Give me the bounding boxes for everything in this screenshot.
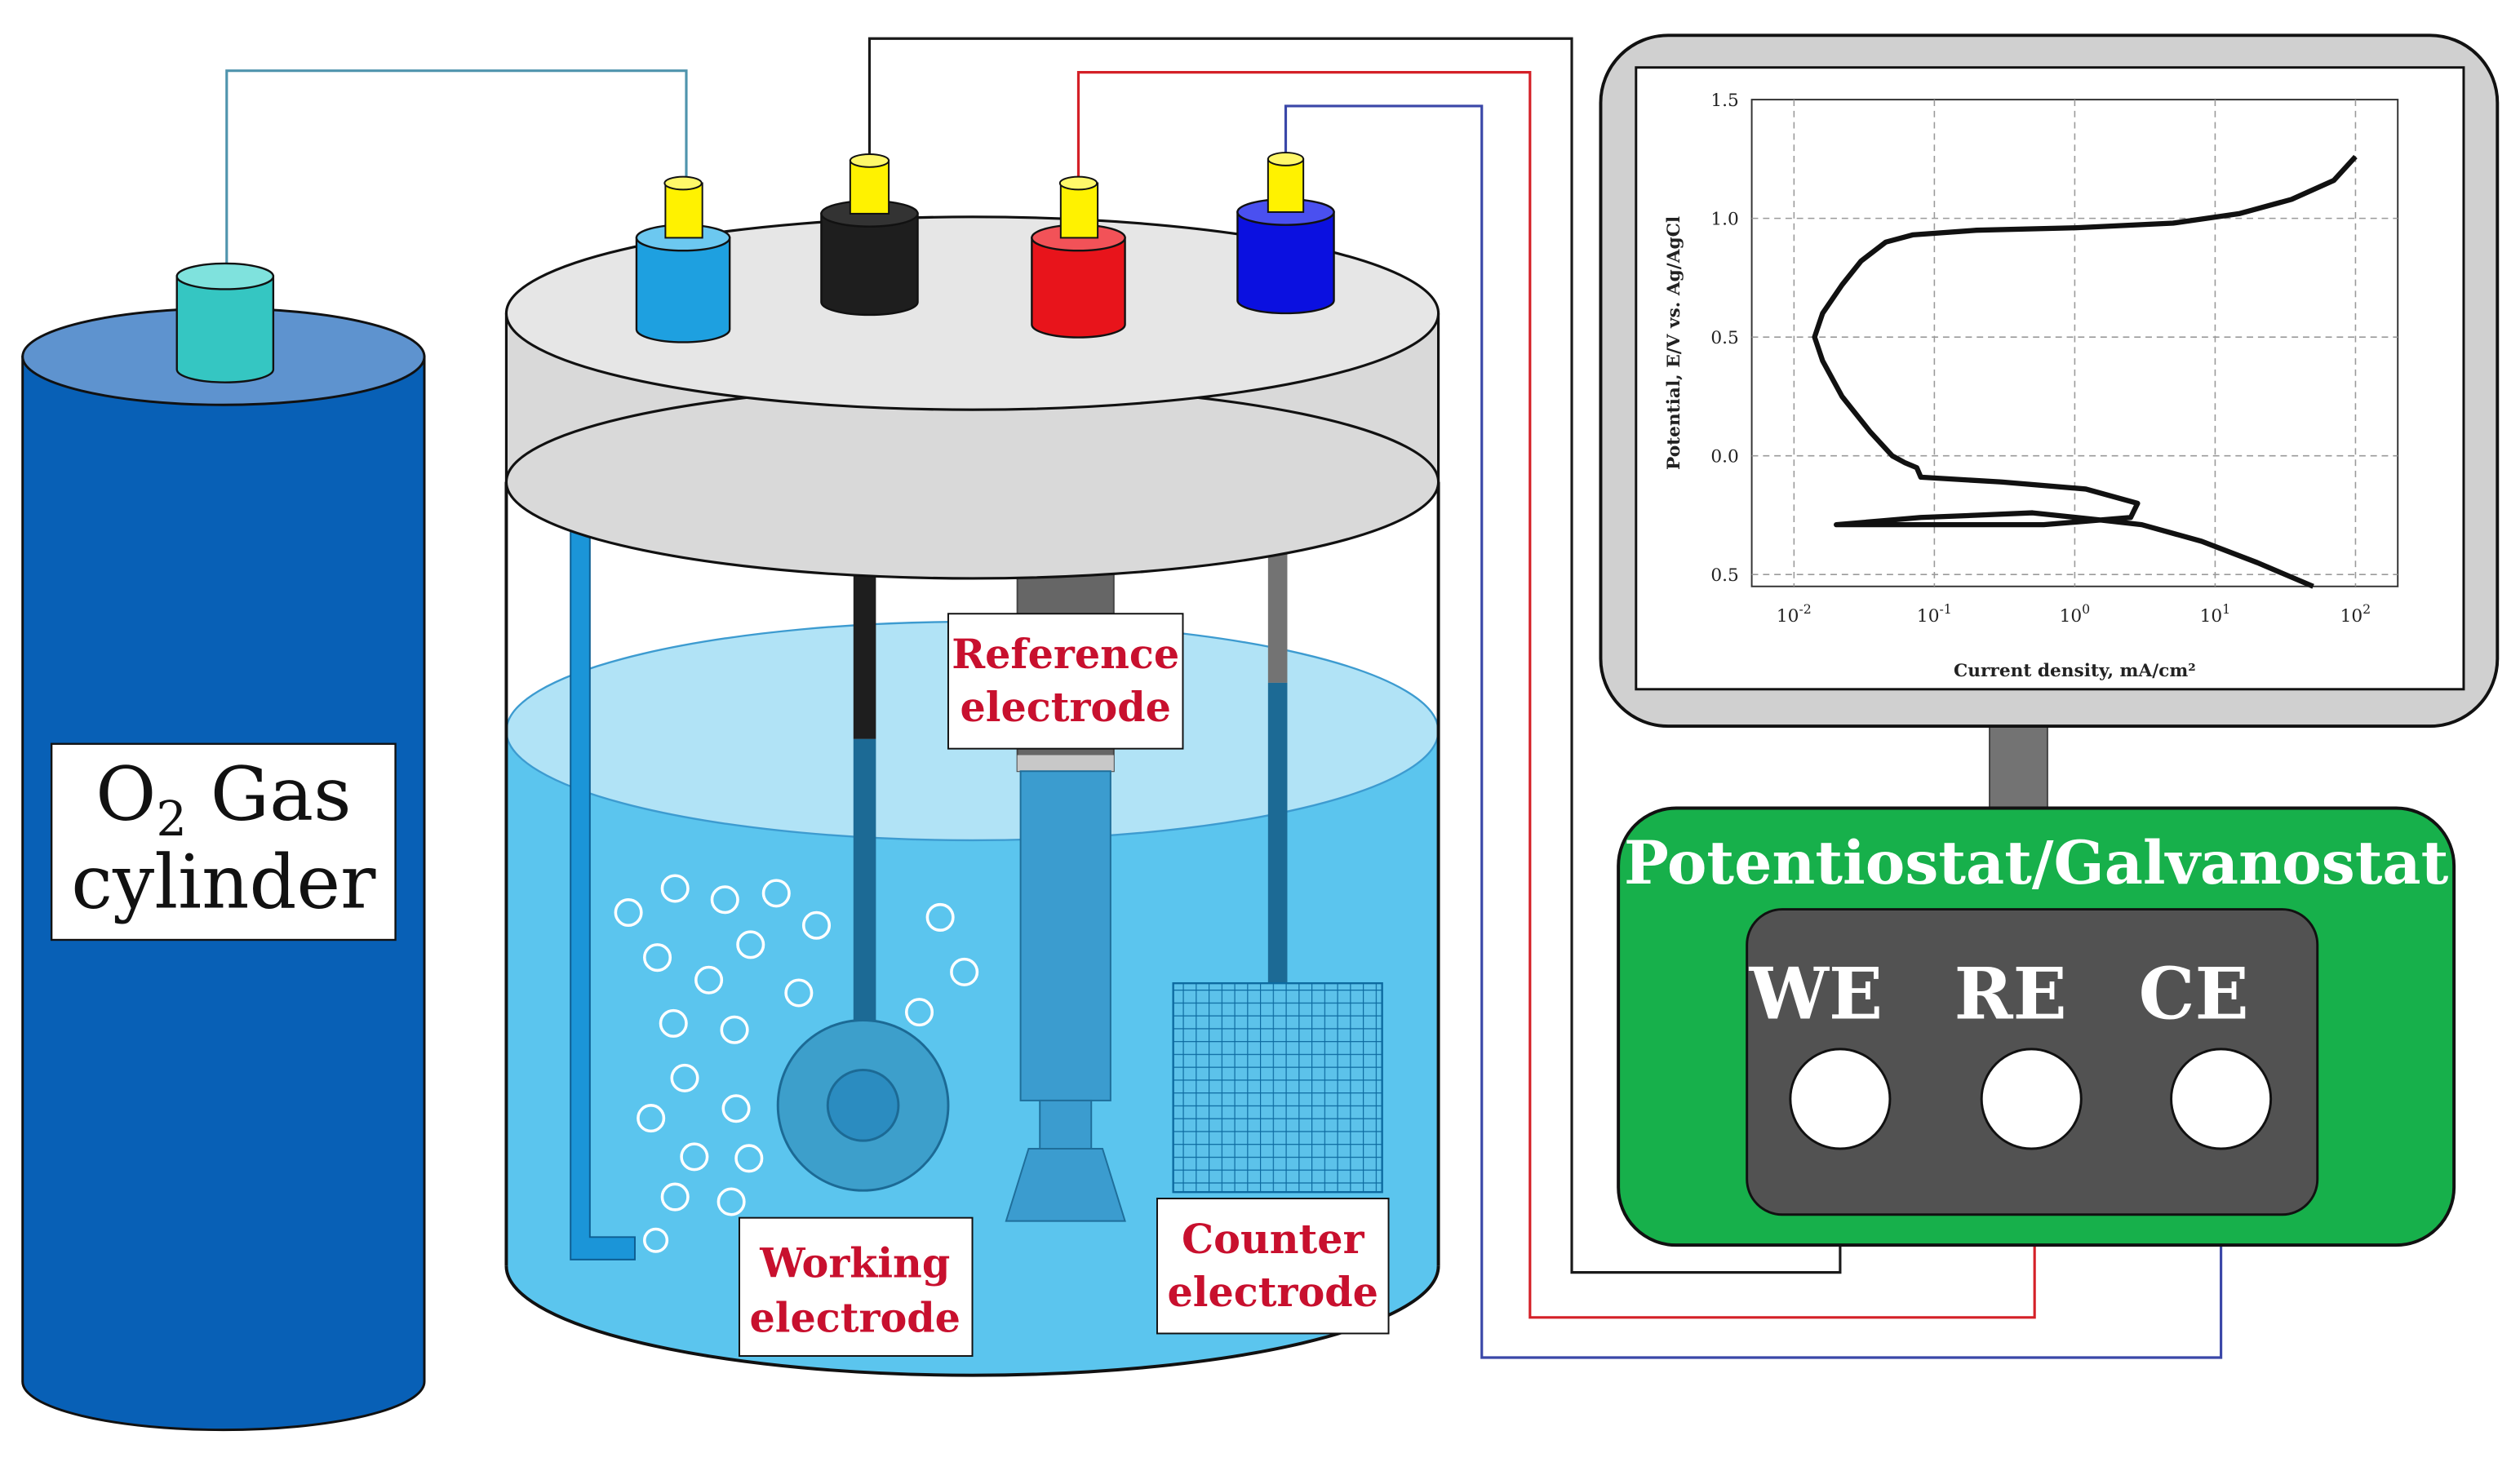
- we-wire: [867, 37, 1842, 1274]
- y-tick-label: 0.5: [1710, 328, 1738, 348]
- counter-electrode-connector: [1236, 152, 1335, 315]
- x-tick-label: 10-2: [1777, 601, 1812, 627]
- svg-text:electrode: electrode: [1167, 1269, 1378, 1316]
- monitor: 1.5 1.0 0.5 0.0 0.5 10-2 10-1 100 101 102Current …: [1599, 33, 2500, 817]
- y-tick-label: 1.5: [1710, 91, 1738, 111]
- o2-gas-cylinder: O2 Gas cylinder: [21, 262, 426, 1432]
- reference-electrode-connector: [1031, 175, 1126, 339]
- cylinder-label-line1: O2 Gas: [95, 751, 351, 847]
- x-axis-label: Current density, mA/cm²: [1954, 661, 2196, 681]
- reference-electrode-label: Reference electrode: [947, 613, 1184, 750]
- cell-lid: [504, 215, 1440, 580]
- cylinder-valve: [175, 262, 275, 383]
- polarization-curve: [1812, 154, 2358, 589]
- svg-text:Reference: Reference: [952, 631, 1179, 678]
- polarization-chart: 1.5 1.0 0.5 0.0 0.5 10-2 10-1 100 101 102Current …: [1664, 91, 2399, 681]
- x-tick-label: 10-1: [1917, 601, 1952, 627]
- x-tick-label: 102: [2340, 601, 2371, 627]
- ce-terminal-label: CE: [2139, 953, 2249, 1035]
- ce-terminal[interactable]: [2170, 1048, 2273, 1150]
- re-terminal-label: RE: [1954, 953, 2067, 1035]
- gas-inlet-connector: [635, 175, 731, 343]
- gas-tube-line: [225, 69, 688, 277]
- y-axis-label: Potential, E/V vs. Ag/AgCl: [1664, 216, 1684, 470]
- x-tick-label: 100: [2060, 601, 2091, 627]
- cylinder-label-line2: cylinder: [71, 840, 376, 926]
- re-terminal[interactable]: [1980, 1048, 2083, 1150]
- working-electrode: [776, 514, 950, 1192]
- electrochemical-cell: Reference electrode Working electrode Co…: [504, 152, 1440, 1377]
- svg-text:electrode: electrode: [960, 684, 1171, 731]
- counter-electrode: [1172, 514, 1383, 1194]
- y-tick-label: 1.0: [1710, 210, 1738, 230]
- working-electrode-connector: [820, 153, 919, 317]
- counter-electrode-label: Counter electrode: [1156, 1198, 1390, 1335]
- wires: [225, 37, 2223, 1359]
- y-tick-label: 0.5: [1710, 565, 1738, 586]
- x-tick-label: 101: [2200, 601, 2231, 627]
- we-terminal-label: WE: [1749, 953, 1883, 1035]
- svg-text:Counter: Counter: [1182, 1216, 1365, 1263]
- cylinder-label-box: O2 Gas cylinder: [50, 742, 397, 941]
- potentiostat-galvanostat: Potentiostat/Galvanostat WE RE CE: [1617, 806, 2456, 1247]
- svg-text:Working: Working: [759, 1240, 950, 1287]
- potentiostat-title: Potentiostat/Galvanostat: [1624, 829, 2449, 898]
- y-tick-label: 0.0: [1710, 447, 1738, 467]
- oxygen-bubbles: [614, 874, 979, 1253]
- re-wire: [1076, 71, 2036, 1319]
- ce-wire: [1284, 104, 2223, 1359]
- we-terminal[interactable]: [1789, 1048, 1892, 1150]
- working-electrode-label: Working electrode: [738, 1216, 974, 1358]
- svg-text:electrode: electrode: [749, 1294, 961, 1341]
